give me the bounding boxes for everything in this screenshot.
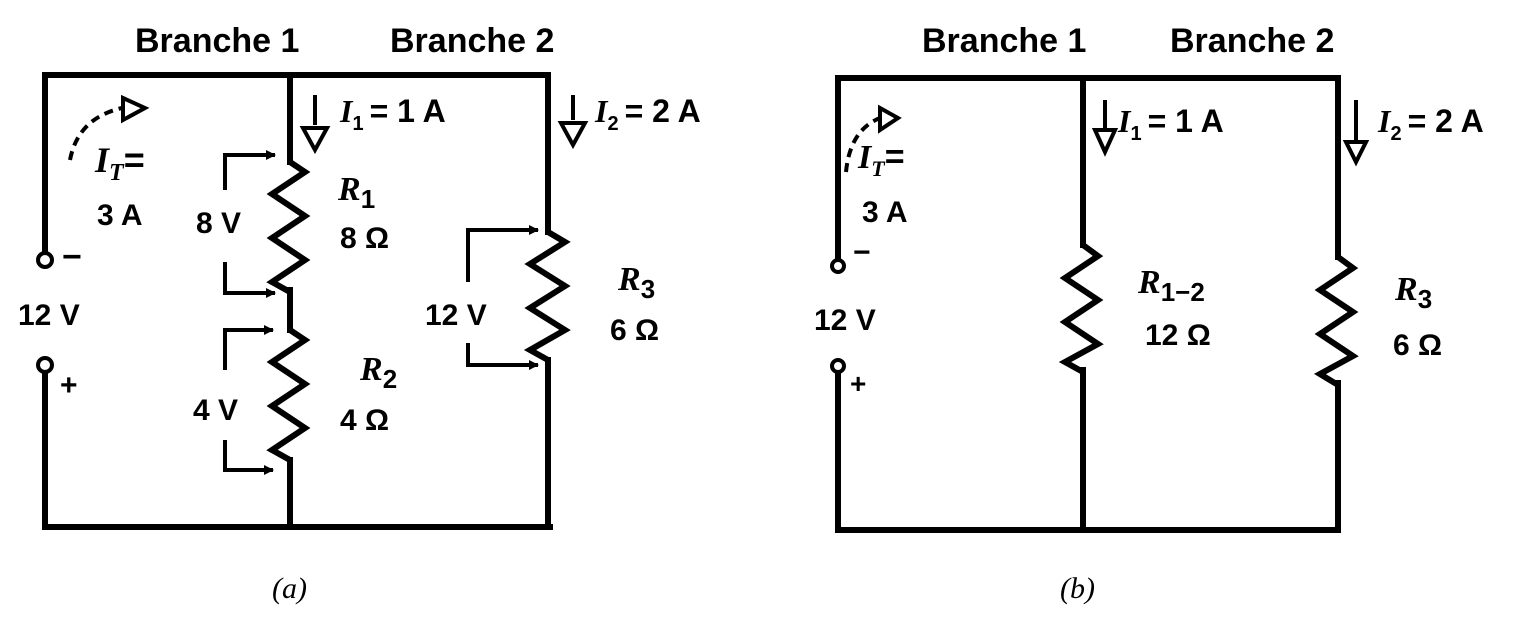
branch-2-label: Branche 2 [390, 22, 554, 60]
r3-value: 6 Ω [1393, 329, 1442, 362]
r2-voltage-drop: 4 V [193, 394, 238, 427]
r1-2-name: R1−2 [1137, 264, 1205, 307]
r2-drop-top-arrow [223, 325, 274, 370]
resistor-r3 [1314, 254, 1359, 388]
total-current-arrow [68, 106, 123, 161]
minus-sign: − [62, 238, 82, 276]
r3-name: R3 [1394, 271, 1432, 314]
total-current-symbol: IT= [94, 139, 145, 186]
r1-voltage-drop: 8 V [196, 207, 241, 240]
r1-drop-bottom-arrow [223, 262, 276, 298]
r3-value: 6 Ω [610, 314, 659, 347]
source-voltage: 12 V [814, 304, 876, 337]
diagram-b: Branche 1 Branche 2 − + 12 V IT= 3 A I1=… [814, 22, 1484, 605]
terminal-positive [36, 356, 54, 374]
i2-arrowhead [1342, 140, 1370, 167]
r1-2-value: 12 Ω [1145, 319, 1211, 352]
i1-arrowhead [1091, 128, 1119, 157]
terminal-positive [830, 358, 846, 374]
terminal-negative [830, 258, 846, 274]
i1-label: I1= 1 A [339, 93, 446, 135]
plus-sign: + [60, 369, 78, 402]
plus-sign: + [850, 368, 866, 399]
total-current-value: 3 A [862, 196, 908, 229]
total-current-arrow [844, 116, 881, 173]
total-current-arrowhead [878, 104, 902, 134]
source-voltage: 12 V [18, 299, 80, 332]
total-current-arrowhead [121, 94, 150, 124]
r1-drop-top-arrow [223, 150, 276, 190]
branch-2-label: Branche 2 [1170, 22, 1334, 60]
branch-1-label: Branche 1 [135, 22, 299, 60]
i2-arrowhead [557, 121, 589, 150]
i2-label: I2= 2 A [594, 93, 701, 135]
resistor-r2 [266, 327, 311, 463]
r3-drop-bottom-arrow [466, 343, 539, 370]
total-current-value: 3 A [97, 199, 143, 232]
i2-label: I2= 2 A [1377, 103, 1484, 145]
resistor-r1 [266, 159, 311, 295]
i1-arrowhead [299, 126, 331, 155]
r2-name: R2 [359, 351, 397, 394]
r2-drop-bottom-arrow [223, 440, 274, 475]
i1-label: I1= 1 A [1117, 103, 1224, 145]
total-current-symbol: IT= [857, 138, 905, 181]
diagram-a: Branche 1 Branche 2 − + 12 V IT= 3 A I1=… [18, 22, 701, 605]
terminal-negative [36, 251, 54, 269]
r1-value: 8 Ω [340, 222, 389, 255]
resistor-r3 [523, 229, 571, 363]
branch-1-label: Branche 1 [922, 22, 1086, 60]
r2-value: 4 Ω [340, 404, 389, 437]
resistor-r1-2 [1058, 242, 1104, 375]
caption-b: (b) [1060, 572, 1095, 605]
caption-a: (a) [272, 572, 307, 605]
r1-name: R1 [337, 171, 375, 214]
r3-voltage-drop: 12 V [425, 299, 487, 332]
minus-sign: − [853, 236, 871, 269]
r3-name: R3 [617, 261, 655, 304]
r3-drop-top-arrow [466, 225, 539, 282]
